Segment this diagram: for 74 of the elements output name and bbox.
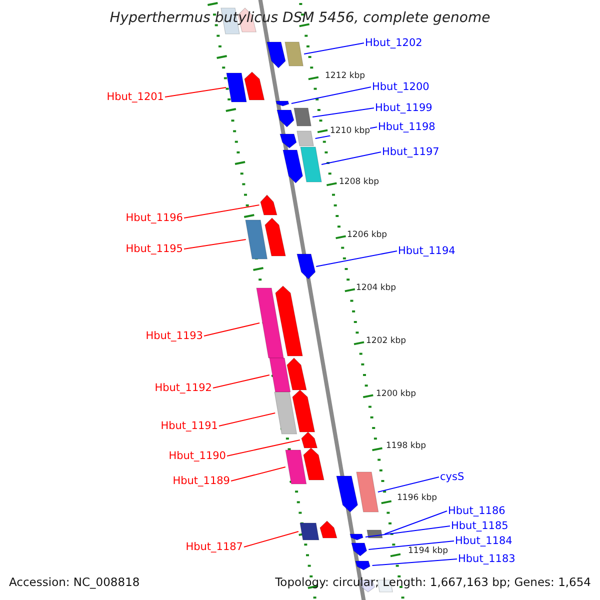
leader-line bbox=[316, 250, 398, 267]
gene-bar bbox=[269, 358, 291, 392]
gene-bar bbox=[245, 220, 268, 260]
leader-line bbox=[244, 531, 299, 548]
gene-label: Hbut_1198 bbox=[378, 121, 436, 133]
leader-line bbox=[212, 374, 270, 388]
leader-line bbox=[230, 466, 286, 482]
gene-label: Hbut_1185 bbox=[451, 520, 508, 532]
gene-label: Hbut_1193 bbox=[146, 330, 203, 342]
gene-block bbox=[320, 520, 338, 538]
gene-label: Hbut_1197 bbox=[382, 146, 440, 158]
gene-bar bbox=[294, 108, 312, 126]
leader-line bbox=[184, 239, 246, 250]
scale-label: 1200 kbp bbox=[376, 389, 416, 399]
gene-label: Hbut_1199 bbox=[375, 102, 432, 114]
gene-block bbox=[276, 100, 290, 106]
scale-label: 1196 kbp bbox=[397, 493, 438, 503]
scale-label: 1194 kbp bbox=[408, 546, 448, 556]
gene-label: Hbut_1186 bbox=[448, 505, 506, 517]
gene-block bbox=[286, 358, 307, 390]
leader-line bbox=[384, 510, 448, 534]
gene-bar bbox=[300, 146, 322, 182]
gene-block bbox=[276, 110, 294, 128]
gene-block bbox=[266, 42, 286, 68]
gene-block bbox=[244, 72, 265, 100]
scale-label: 1206 kbp bbox=[347, 230, 388, 240]
gene-label: Hbut_1192 bbox=[154, 382, 212, 394]
gene-label: Hbut_1190 bbox=[168, 450, 226, 462]
gene-label: Hbut_1194 bbox=[398, 245, 456, 257]
scale-label: 1208 kbp bbox=[339, 177, 380, 187]
gene-bar bbox=[356, 472, 379, 512]
gene-bar bbox=[284, 42, 304, 66]
scale-label: 1210 kbp bbox=[330, 126, 370, 136]
scale-label: 1198 kbp bbox=[386, 441, 426, 451]
gene-label: Hbut_1191 bbox=[160, 420, 218, 432]
gene-label: Hbut_1201 bbox=[106, 91, 164, 103]
gene-bar bbox=[285, 450, 307, 484]
gene-label: Hbut_1196 bbox=[126, 212, 183, 224]
footer-text: Topology: circular; Length: 1,667,163 bp; Genes: 1,654 bbox=[275, 575, 591, 589]
gene-label: Hbut_1184 bbox=[455, 535, 512, 547]
scale-label: 1212 kbp bbox=[325, 71, 366, 81]
scale-label: 1202 kbp bbox=[366, 336, 406, 346]
leader-line bbox=[184, 204, 260, 218]
gene-block bbox=[260, 194, 278, 216]
leader-line bbox=[377, 476, 440, 492]
leader-line bbox=[290, 86, 372, 104]
gene-block bbox=[351, 542, 368, 556]
gene-bar bbox=[300, 522, 320, 540]
gene-label: Hbut_1195 bbox=[126, 243, 183, 255]
gene-block bbox=[336, 476, 358, 512]
leader-line bbox=[372, 558, 458, 566]
leader-line bbox=[226, 440, 300, 456]
leader-line bbox=[312, 108, 374, 118]
gene-bar bbox=[226, 72, 247, 102]
gene-label: Hbut_1200 bbox=[372, 81, 430, 93]
leader-line bbox=[368, 540, 454, 550]
footer-text: Accession: NC_008818 bbox=[9, 575, 140, 589]
leader-line bbox=[365, 526, 450, 538]
leader-line bbox=[164, 87, 226, 98]
leader-line bbox=[204, 322, 260, 336]
gene-label: Hbut_1189 bbox=[172, 475, 230, 487]
leader-line bbox=[218, 412, 276, 426]
gene-label: Hbut_1183 bbox=[458, 553, 516, 565]
leader-line bbox=[321, 152, 382, 165]
gene-block bbox=[296, 254, 316, 280]
gene-block bbox=[264, 218, 286, 256]
title: Hyperthermus butylicus DSM 5456, complete genome bbox=[108, 9, 492, 27]
gene-bar bbox=[274, 392, 298, 434]
gene-block bbox=[350, 534, 364, 540]
gene-block bbox=[355, 560, 370, 570]
scale-label: 1204 kbp bbox=[356, 283, 396, 293]
gene-label: Hbut_1187 bbox=[186, 541, 243, 553]
gene-label: cysS bbox=[440, 471, 464, 483]
gene-label: Hbut_1202 bbox=[365, 37, 422, 49]
